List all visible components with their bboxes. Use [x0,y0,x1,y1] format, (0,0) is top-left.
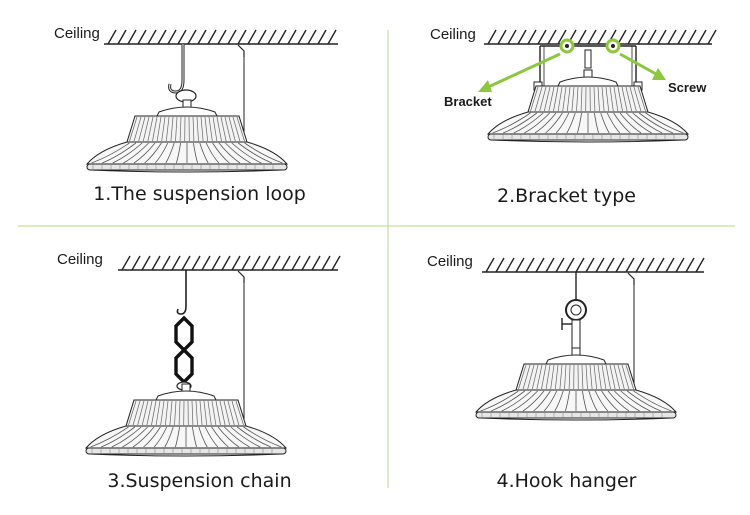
screw-markers [559,38,621,54]
bracket-callout-label: Bracket [444,94,492,109]
ceiling-label: Ceiling [430,26,476,43]
hook-hanger [561,272,587,351]
ceiling-hatch [484,29,717,45]
panel-suspension-chain [84,255,341,457]
ceiling-label: Ceiling [427,253,473,270]
caption-hook-hanger: 4.Hook hanger [496,470,637,492]
caption-suspension-loop: 1.The suspension loop [93,183,306,205]
high-bay-lamp [474,347,678,421]
high-bay-lamp [85,99,289,173]
high-bay-lamp [486,69,690,143]
panel-suspension-loop [85,29,338,173]
ceiling-hatch [482,257,705,273]
panel-bracket-type [478,29,717,143]
caption-suspension-chain: 3.Suspension chain [107,470,292,492]
caption-bracket-type: 2.Bracket type [496,185,636,207]
ceiling-hatch [104,29,338,45]
screw-callout-label: Screw [668,80,707,95]
panel-hook-hanger [474,257,705,421]
ceiling-hatch [118,255,341,271]
suspension-loop [168,44,197,103]
suspension-chain [174,270,194,391]
ceiling-label: Ceiling [54,25,100,42]
callout-arrows [478,52,666,92]
high-bay-lamp [84,383,288,457]
ceiling-label: Ceiling [57,251,103,268]
